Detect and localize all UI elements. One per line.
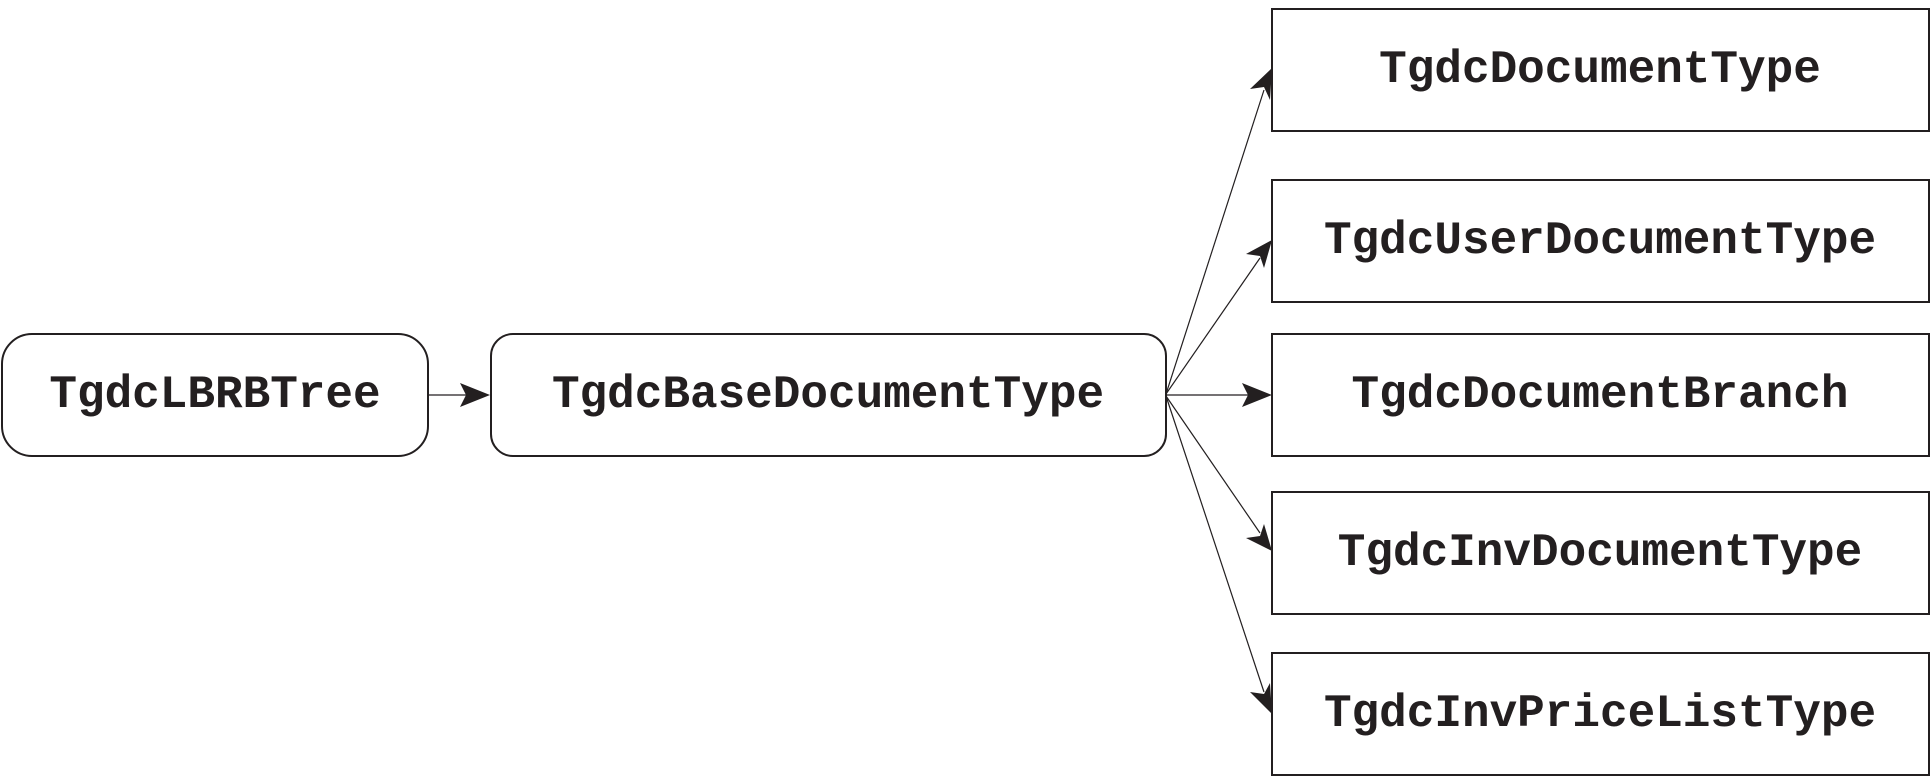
node-child-label: TgdcInvDocumentType [1338,527,1863,579]
node-child-box [1271,333,1930,457]
node-child-user-document-type: TgdcUserDocumentType [1271,179,1930,303]
node-child-document-branch: TgdcDocumentBranch [1271,333,1930,457]
node-root-label: TgdcLBRBTree [49,369,380,421]
node-base-label: TgdcBaseDocumentType [552,369,1104,421]
edge-base-to-user-document-type [1165,240,1272,395]
edge-base-to-inv-document-type [1165,395,1272,551]
node-base-box [490,333,1167,457]
edge-base-to-inv-price-list-type [1165,395,1272,714]
node-child-document-type: TgdcDocumentType [1271,8,1930,132]
node-root: TgdcLBRBTree [1,333,429,457]
edge-root-to-base [428,383,490,407]
node-child-box [1271,652,1930,776]
node-child-label: TgdcUserDocumentType [1324,215,1876,267]
edges [428,68,1272,714]
node-child-label: TgdcInvPriceListType [1324,688,1876,740]
node-child-label: TgdcDocumentType [1379,44,1821,96]
node-child-box [1271,491,1930,615]
node-child-label: TgdcDocumentBranch [1352,369,1849,421]
edge-base-to-document-type [1165,68,1272,395]
node-child-inv-price-list-type: TgdcInvPriceListType [1271,652,1930,776]
node-child-box [1271,179,1930,303]
node-base: TgdcBaseDocumentType [490,333,1167,457]
node-child-box [1271,8,1930,132]
node-child-inv-document-type: TgdcInvDocumentType [1271,491,1930,615]
node-root-box [1,333,429,457]
edge-base-to-document-branch [1166,383,1272,407]
